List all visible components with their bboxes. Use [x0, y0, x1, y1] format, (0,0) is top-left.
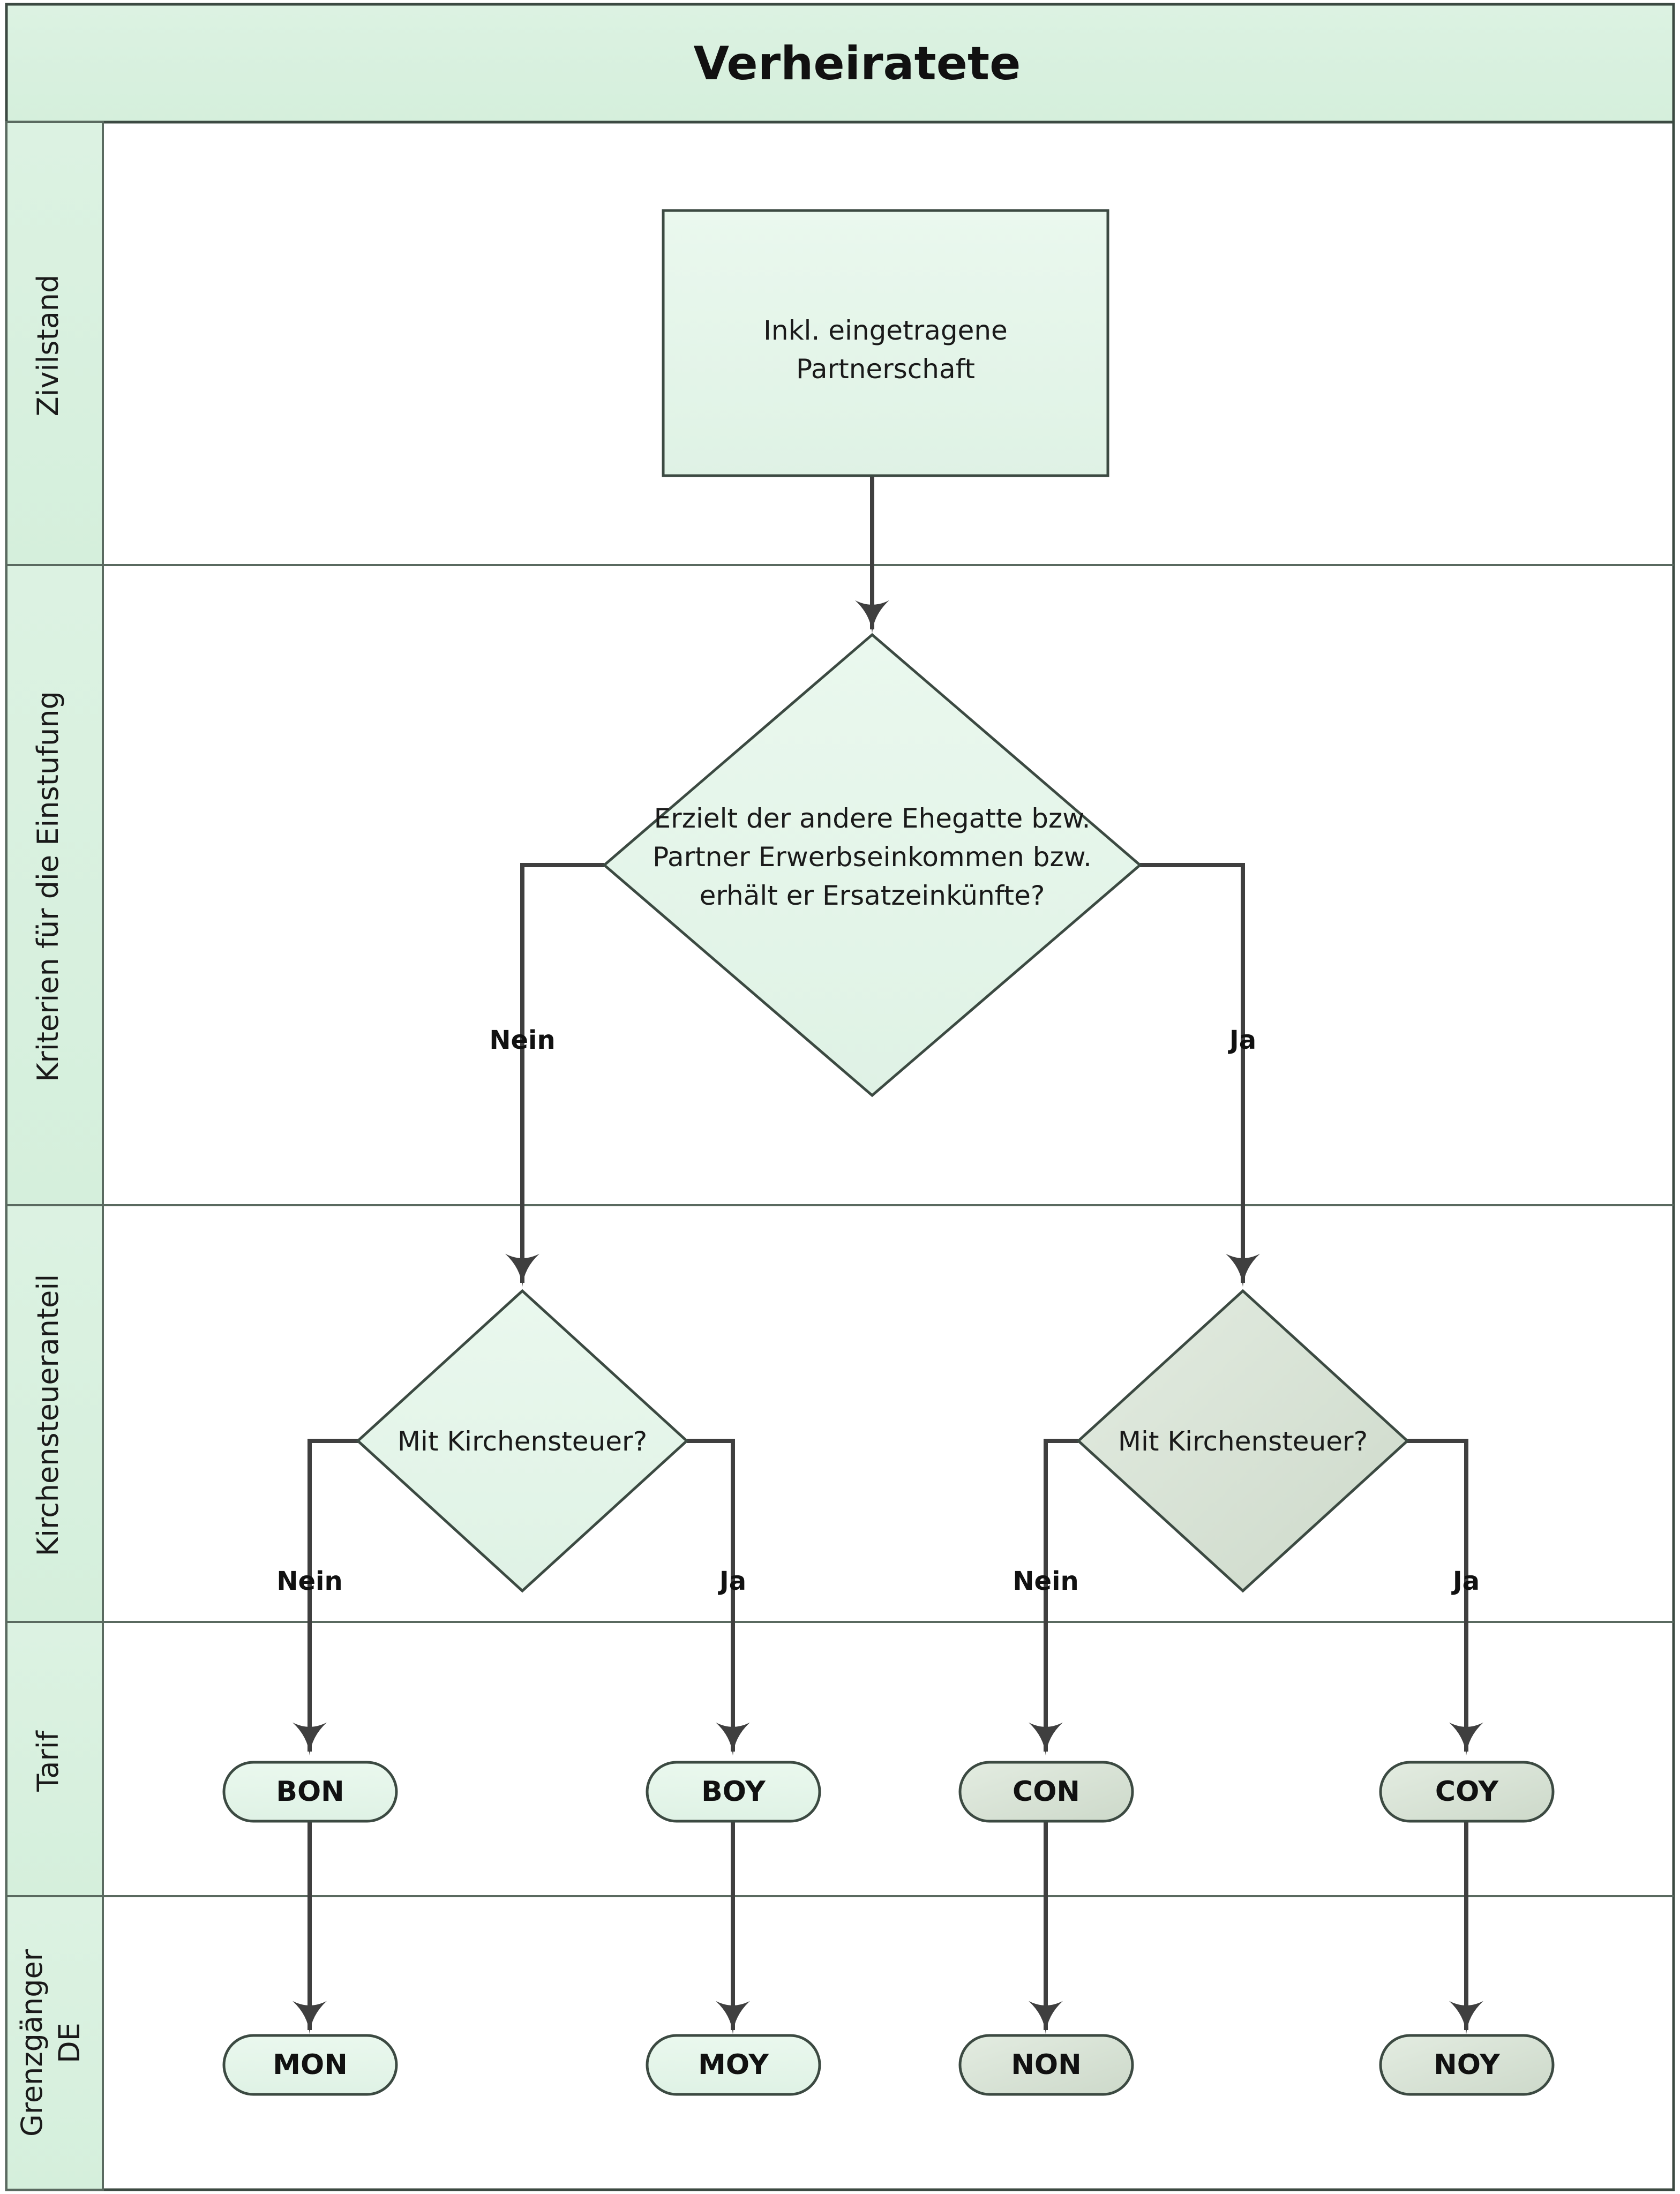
band-label-grenzgaenger-line1: Grenzgänger: [15, 1949, 49, 2137]
node-decision-church-right-shape: [1076, 1289, 1409, 1593]
node-grenz-non-shape: [958, 2034, 1134, 2096]
node-grenz-non-label: NON: [1011, 2049, 1081, 2081]
band-label-tarif: Tarif: [31, 1730, 65, 1792]
node-tarif-con-label: CON: [1012, 1776, 1080, 1808]
node-grenz-noy-shape: [1379, 2034, 1555, 2096]
node-decision-main-shape: [602, 633, 1142, 1098]
node-grenz-mon-shape: [222, 2034, 398, 2096]
node-decision-main-line3: erhält er Ersatzeinkünfte?: [700, 880, 1045, 911]
node-start-line2: Partnerschaft: [796, 354, 975, 385]
connector-church-right-ja: [1407, 1439, 1483, 1756]
connector-church-right-nein: [1029, 1439, 1078, 1756]
node-tarif-bon[interactable]: BON: [222, 1761, 398, 1823]
node-decision-church-left-shape: [356, 1289, 689, 1593]
band-label-zivilstand: Zivilstand: [31, 275, 65, 417]
node-decision-church-right[interactable]: Mit Kirchensteuer?: [1076, 1289, 1409, 1593]
connector-church-left-ja: [687, 1439, 750, 1756]
band-cell-grenzgaenger: [5, 1895, 104, 2191]
node-tarif-coy-label: COY: [1435, 1776, 1499, 1808]
band-cell-kirchensteueranteil: [5, 1204, 104, 1623]
node-grenz-moy-label: MOY: [698, 2049, 769, 2081]
edge-label-main-ja: Ja: [1228, 1025, 1256, 1055]
node-tarif-coy[interactable]: COY: [1379, 1761, 1555, 1823]
edge-label-church-right-ja: Ja: [1451, 1566, 1480, 1596]
band-cell-tarif: [5, 1621, 104, 1897]
node-decision-main[interactable]: Erzielt der andere Ehegatte bzw. Partner…: [602, 633, 1142, 1098]
node-grenz-noy[interactable]: NOY: [1379, 2034, 1555, 2096]
node-decision-church-left-label: Mit Kirchensteuer?: [398, 1426, 647, 1457]
node-grenz-mon[interactable]: MON: [222, 2034, 398, 2096]
node-start-shape: [662, 209, 1109, 477]
node-grenz-moy-shape: [646, 2034, 821, 2096]
node-start-line1: Inkl. eingetragene: [763, 315, 1008, 346]
node-tarif-bon-shape: [222, 1761, 398, 1823]
band-label-kriterien: Kriterien für die Einstufung: [31, 691, 65, 1082]
node-decision-church-right-label: Mit Kirchensteuer?: [1118, 1426, 1368, 1457]
node-tarif-boy[interactable]: BOY: [646, 1761, 821, 1823]
header-bar: [5, 3, 1675, 124]
node-grenz-noy-label: NOY: [1434, 2049, 1501, 2081]
node-grenz-non[interactable]: NON: [958, 2034, 1134, 2096]
node-tarif-con-shape: [958, 1761, 1134, 1823]
node-tarif-boy-shape: [646, 1761, 821, 1823]
node-grenz-mon-label: MON: [273, 2049, 347, 2081]
band-label-kirchensteueranteil: Kirchensteueranteil: [31, 1274, 65, 1557]
connector-church-left-nein: [292, 1439, 358, 1756]
node-decision-church-left[interactable]: Mit Kirchensteuer?: [356, 1289, 689, 1593]
node-decision-main-line1: Erzielt der andere Ehegatte bzw.: [654, 803, 1091, 834]
connector-decision-ja: [1140, 863, 1260, 1287]
edge-label-church-right-nein: Nein: [1012, 1566, 1078, 1596]
node-decision-main-line2: Partner Erwerbseinkommen bzw.: [652, 841, 1092, 873]
page-title: Verheiratete: [694, 37, 1021, 91]
node-start[interactable]: Inkl. eingetragene Partnerschaft: [662, 209, 1109, 477]
node-tarif-bon-label: BON: [276, 1776, 344, 1808]
connector-decision-nein: [505, 863, 604, 1287]
node-tarif-con[interactable]: CON: [958, 1761, 1134, 1823]
edge-label-main-nein: Nein: [489, 1025, 555, 1055]
edge-label-church-left-nein: Nein: [276, 1566, 342, 1596]
band-label-grenzgaenger-line2: DE: [52, 2023, 86, 2063]
node-grenz-moy[interactable]: MOY: [646, 2034, 821, 2096]
band-cell-zivilstand: [5, 121, 104, 566]
band-cell-kriterien: [5, 564, 104, 1206]
node-tarif-boy-label: BOY: [701, 1776, 766, 1808]
edge-label-church-left-ja: Ja: [718, 1566, 746, 1596]
node-tarif-coy-shape: [1379, 1761, 1555, 1823]
